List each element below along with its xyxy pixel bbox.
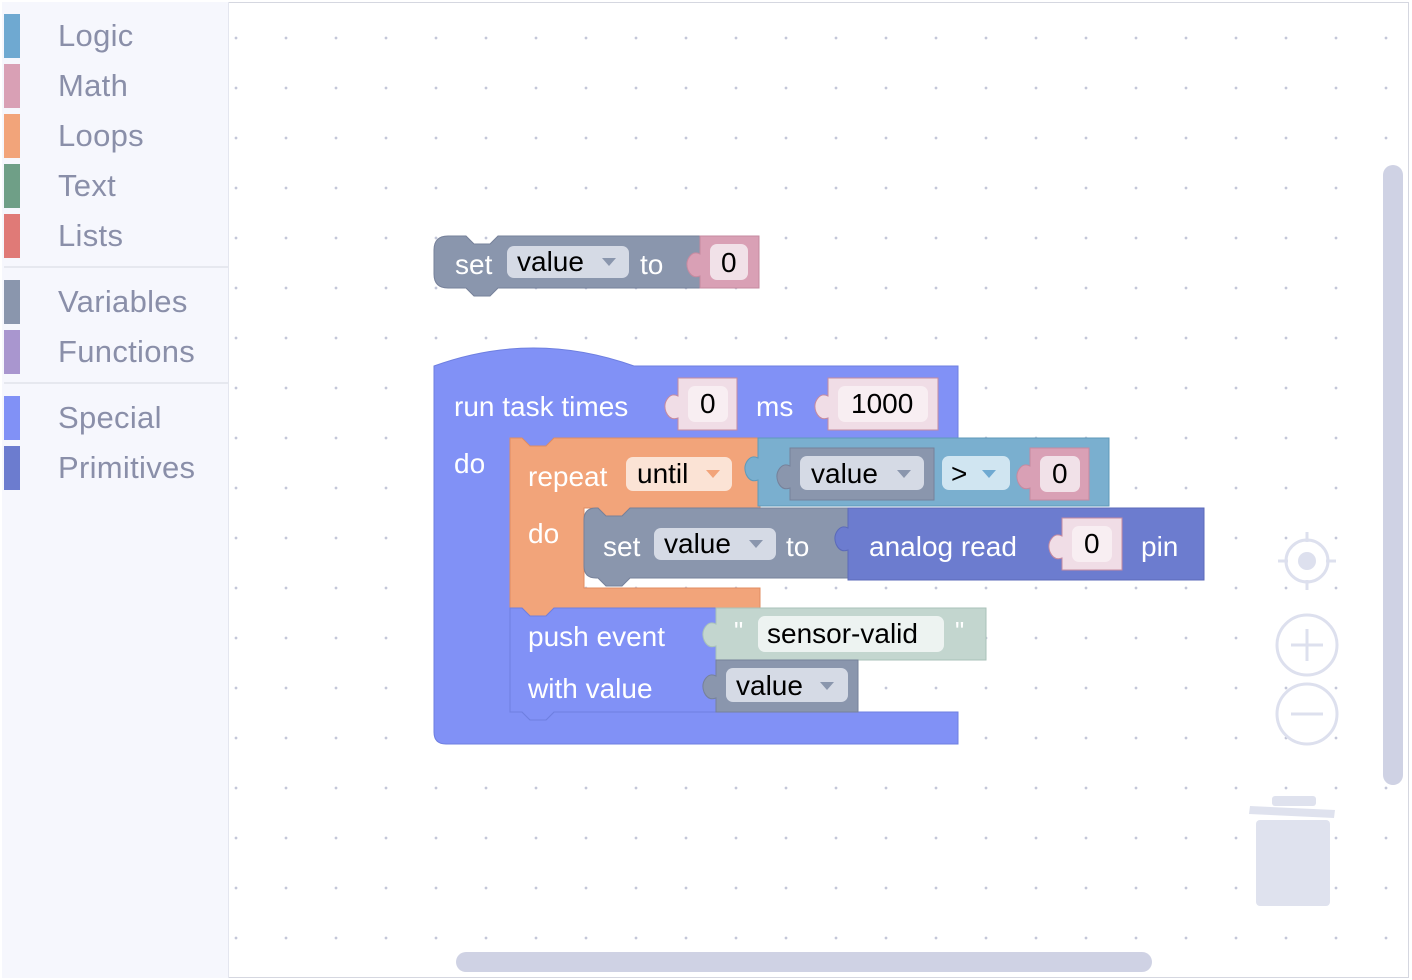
toolbox-category-text[interactable]: Text xyxy=(2,164,228,208)
variable-getter-block[interactable]: value xyxy=(776,447,935,501)
toolbox-category-variables[interactable]: Variables xyxy=(2,280,228,324)
block-keyword: set xyxy=(455,249,493,280)
block-label: with value xyxy=(527,673,653,704)
category-label: Primitives xyxy=(58,450,196,485)
repeat-until-block[interactable]: repeat until do xyxy=(509,437,761,617)
block-label: analog read xyxy=(869,531,1017,562)
quote-mark: " xyxy=(734,616,743,646)
category-color-swatch xyxy=(4,396,20,440)
category-color-swatch xyxy=(4,446,20,490)
set-variable-block[interactable]: set value to xyxy=(583,507,851,587)
toolbox: Logic Math Loops Text Lists Variables Fu… xyxy=(2,2,229,978)
push-event-block[interactable]: push event with value xyxy=(509,607,717,721)
statement-label: do xyxy=(454,448,485,479)
chevron-down-icon xyxy=(897,470,911,478)
category-label: Variables xyxy=(58,284,188,319)
variable-dropdown[interactable]: value xyxy=(726,668,848,702)
category-label: Functions xyxy=(58,334,196,369)
number-field[interactable] xyxy=(688,386,728,422)
text-value: sensor-valid xyxy=(767,618,918,649)
variable-getter-block[interactable]: value xyxy=(702,659,859,713)
category-label: Loops xyxy=(58,118,144,153)
chevron-down-icon xyxy=(749,540,763,548)
number-value: 0 xyxy=(721,247,737,278)
chevron-down-icon xyxy=(602,258,616,266)
number-value: 0 xyxy=(1084,528,1100,559)
dropdown-value: value xyxy=(517,246,584,277)
block-label: ms xyxy=(756,391,793,422)
category-color-swatch xyxy=(4,280,20,324)
text-block[interactable]: " sensor-valid " xyxy=(702,607,987,661)
chevron-down-icon xyxy=(706,470,720,478)
number-field[interactable] xyxy=(1072,526,1112,562)
statement-label: do xyxy=(528,518,559,549)
number-value: 0 xyxy=(700,388,716,419)
variable-dropdown[interactable]: value xyxy=(654,528,776,560)
category-label: Text xyxy=(58,168,117,203)
toolbox-category-logic[interactable]: Logic xyxy=(2,14,228,58)
variable-dropdown[interactable]: value xyxy=(800,456,924,490)
block-label: pin xyxy=(1141,531,1178,562)
crosshair-icon[interactable] xyxy=(1274,528,1340,594)
number-value: 0 xyxy=(1052,458,1068,489)
category-color-swatch xyxy=(4,164,20,208)
number-block[interactable]: 1000 xyxy=(814,377,939,431)
number-block[interactable]: 0 xyxy=(1048,517,1123,571)
number-block[interactable]: 0 xyxy=(686,235,760,289)
block-label: run task times xyxy=(454,391,628,422)
zoom-out-icon[interactable] xyxy=(1274,681,1340,747)
category-label: Special xyxy=(58,400,162,435)
toolbox-category-special[interactable]: Special xyxy=(2,396,228,440)
vertical-scrollbar[interactable] xyxy=(1383,165,1403,785)
repeat-mode-dropdown[interactable]: until xyxy=(626,457,732,491)
zoom-in-icon[interactable] xyxy=(1274,612,1340,678)
analog-read-block[interactable]: analog read pin xyxy=(834,507,1205,581)
toolbox-category-math[interactable]: Math xyxy=(2,64,228,108)
category-label: Lists xyxy=(58,218,124,253)
set-variable-block[interactable]: set value to xyxy=(433,235,707,297)
category-color-swatch xyxy=(4,114,20,158)
category-color-swatch xyxy=(4,64,20,108)
horizontal-scrollbar[interactable] xyxy=(456,952,1152,972)
toolbox-separator xyxy=(4,382,228,384)
chevron-down-icon xyxy=(820,682,834,690)
toolbox-category-primitives[interactable]: Primitives xyxy=(2,446,228,490)
chevron-down-icon xyxy=(982,470,996,478)
block-keyword: to xyxy=(640,249,663,280)
dropdown-value: value xyxy=(736,670,803,701)
block-keyword: set xyxy=(603,531,641,562)
dropdown-value: value xyxy=(664,528,731,559)
number-block[interactable]: 0 xyxy=(664,377,738,431)
toolbox-separator xyxy=(4,266,228,268)
trash-icon[interactable] xyxy=(1248,794,1338,910)
dropdown-value: value xyxy=(811,458,878,489)
number-value: 1000 xyxy=(851,388,913,419)
number-field[interactable] xyxy=(838,386,928,422)
dropdown-value: > xyxy=(951,458,967,489)
number-field[interactable] xyxy=(710,244,748,280)
category-label: Math xyxy=(58,68,129,103)
category-label: Logic xyxy=(58,18,134,53)
block-label: repeat xyxy=(528,461,608,492)
toolbox-category-functions[interactable]: Functions xyxy=(2,330,228,374)
toolbox-category-lists[interactable]: Lists xyxy=(2,214,228,258)
quote-mark: " xyxy=(955,616,964,646)
operator-dropdown[interactable]: > xyxy=(942,456,1010,490)
block-keyword: to xyxy=(786,531,809,562)
category-color-swatch xyxy=(4,330,20,374)
dropdown-value: until xyxy=(637,458,688,489)
variable-dropdown[interactable]: value xyxy=(507,246,629,278)
number-block[interactable]: 0 xyxy=(1016,447,1090,501)
category-color-swatch xyxy=(4,14,20,58)
number-field[interactable] xyxy=(1040,456,1080,492)
block-label: push event xyxy=(528,621,665,652)
toolbox-category-loops[interactable]: Loops xyxy=(2,114,228,158)
text-field[interactable] xyxy=(758,616,944,652)
category-color-swatch xyxy=(4,214,20,258)
